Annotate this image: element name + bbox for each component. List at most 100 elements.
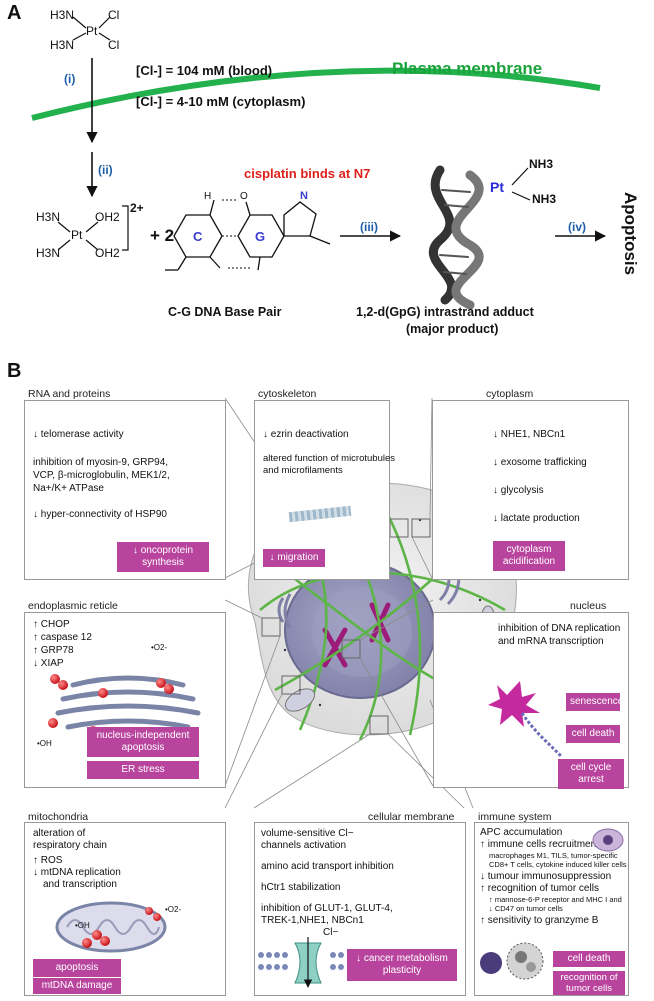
immune-line-8: ↓ CD47 on tumor cells	[489, 904, 563, 913]
guanine-label: G	[255, 229, 266, 244]
membrane-box: volume-sensitive Cl− channels activation…	[254, 822, 466, 996]
cisplatin-bonds	[72, 16, 111, 41]
membrane-line-2: channels activation	[261, 840, 347, 851]
nucleus-line-1: inhibition of DNA replication	[498, 623, 621, 634]
rna-proteins-title: RNA and proteins	[28, 388, 111, 400]
mito-line-2: respiratory chain	[33, 840, 107, 851]
immune-cells-illustration	[480, 942, 544, 980]
panel-letter-b: B	[7, 360, 22, 382]
rna-line-2: inhibition of myosin-9, GRP94,	[33, 457, 169, 468]
cisplatin-cl-bottom: Cl	[108, 38, 120, 52]
nucleus-dna-illustration	[488, 681, 564, 759]
cytoplasm-line-1: ↓ NHE1, NBCn1	[493, 429, 566, 440]
cisplatin-nh3-top: H3N	[50, 8, 75, 22]
cytoskeleton-tag-migration: ↓ migration	[263, 549, 325, 567]
chloride-cytoplasm-label: [Cl-] = 4-10 mM (cytoplasm)	[136, 94, 306, 109]
er-hydroxyl: •OH	[37, 739, 52, 748]
adduct-nh3-b: NH3	[532, 192, 557, 206]
cytoplasm-title: cytoplasm	[486, 388, 534, 400]
er-line-3: ↑ GRP78	[33, 645, 74, 656]
rna-tag-oncoprotein: ↓ oncoprotein synthesis	[117, 542, 209, 572]
immune-tag-cell-death: cell death	[553, 951, 625, 967]
membrane-line-1: volume-sensitive Cl−	[261, 828, 354, 839]
nucleus-line-2: and mRNA transcription	[498, 636, 604, 647]
cisplatin-nh3-bottom: H3N	[50, 38, 75, 52]
hydrogen-bonds	[222, 199, 250, 269]
mito-line-5: and transcription	[43, 879, 117, 890]
cytoplasm-line-3: ↓ glycolysis	[493, 485, 544, 496]
adduct-caption-sub: (major product)	[406, 322, 499, 336]
rna-line-3: VCP, β-microglobulin, MEK1/2,	[33, 470, 170, 481]
mito-line-1: alteration of	[33, 828, 86, 839]
microtubule-illustration	[288, 505, 352, 523]
mito-line-4: ↓ mtDNA replication	[33, 867, 121, 878]
base-h-label: H	[204, 191, 212, 202]
nucleus-tag-cell-death: cell death	[566, 725, 620, 743]
er-box: ↑ CHOP ↑ caspase 12 ↑ GRP78 ↓ XIAP •O2- …	[24, 612, 226, 788]
er-tag-stress: ER stress	[87, 761, 199, 779]
immune-line-3: macrophages M1, TILS, tumor-specific	[489, 851, 618, 860]
nucleus-title: nucleus	[570, 600, 607, 612]
mito-tag-mtdna: mtDNA damage	[33, 978, 121, 994]
membrane-line-6: TREK-1,NHE1, NBCn1	[261, 915, 364, 926]
adduct-pt: Pt	[490, 179, 504, 195]
membrane-channel-illustration	[258, 937, 344, 988]
cytoplasm-box: ↓ NHE1, NBCn1 ↓ exosome trafficking ↓ gl…	[432, 400, 629, 580]
adduct-bonds	[511, 167, 531, 201]
er-superoxide: •O2-	[151, 643, 168, 652]
chloride-blood-label: [Cl-] = 104 mM (blood)	[136, 63, 273, 78]
cytoskeleton-line-3: and microfilaments	[263, 465, 343, 476]
aquated-charge: 2+	[130, 201, 144, 215]
membrane-chloride: Cl−	[323, 927, 339, 938]
cisplatin-pt: Pt	[86, 24, 98, 38]
aquated-bonds	[57, 205, 129, 251]
er-tag-apoptosis: nucleus-independent apoptosis	[87, 727, 199, 757]
immune-title: immune system	[478, 811, 552, 823]
plus-two-label: + 2	[150, 226, 175, 245]
aquated-nh3-top: H3N	[36, 210, 61, 224]
dna-helix-illustration	[428, 165, 484, 310]
cytoplasm-line-2: ↓ exosome trafficking	[493, 457, 587, 468]
mito-line-3: ↑ ROS	[33, 855, 63, 866]
er-title: endoplasmic reticle	[28, 600, 118, 612]
membrane-line-3: amino acid transport inhibition	[261, 861, 394, 872]
adduct-nh3-a: NH3	[529, 157, 554, 171]
membrane-line-4: hCtr1 stabilization	[261, 882, 341, 893]
mito-title: mitochondria	[28, 811, 89, 823]
immune-line-4: CD8+ T cells, cytokine induced killer ce…	[489, 860, 627, 869]
cytoplasm-tag-acidification: cytoplasm acidification	[493, 541, 565, 571]
nucleus-tag-senescence: senescence	[566, 693, 623, 711]
er-line-4: ↓ XIAP	[33, 658, 64, 669]
step-iii-label: (iii)	[360, 220, 378, 234]
immune-line-9: ↑ sensitivity to granzyme B	[480, 915, 599, 926]
immune-box: APC accumulation ↑ immune cells recruitm…	[474, 822, 629, 996]
cytosine-label: C	[193, 229, 203, 244]
adduct-caption: 1,2-d(GpG) intrastrand adduct	[356, 305, 534, 319]
mitochondrion-illustration	[55, 901, 167, 953]
aquated-oh2-bottom: OH2	[95, 246, 120, 260]
mito-tag-apoptosis: apoptosis	[33, 959, 121, 977]
nucleus-tag-cycle-arrest: cell cycle arrest	[558, 759, 624, 789]
n7-atom-label: N	[300, 190, 308, 202]
aquated-pt: Pt	[71, 228, 83, 242]
membrane-line-5: inhibition of GLUT-1, GLUT-4,	[261, 903, 393, 914]
base-pair-structure	[165, 199, 331, 271]
er-line-1: ↑ CHOP	[33, 619, 70, 630]
apoptosis-label: Apoptosis	[621, 192, 640, 276]
cytoskeleton-line-2: altered function of microtubules	[263, 453, 396, 464]
rna-line-1: ↓ telomerase activity	[33, 429, 124, 440]
rna-line-4: Na+/K+ ATPase	[33, 483, 104, 494]
plasma-membrane-label: Plasma membrane	[392, 59, 543, 78]
step-ii-label: (ii)	[98, 163, 113, 177]
nucleus-box: inhibition of DNA replication and mRNA t…	[433, 612, 629, 789]
plasma-membrane-arc	[31, 67, 601, 121]
panel-letter-a: A	[7, 2, 22, 24]
cisplatin-cl-top: Cl	[108, 8, 120, 22]
immune-line-7: ↑ mannose-6-P receptor and MHC I and	[489, 895, 622, 904]
cytoskeleton-line-1: ↓ ezrin deactivation	[263, 429, 349, 440]
immune-line-2: ↑ immune cells recruitment	[480, 839, 599, 850]
immune-line-6: ↑ recognition of tumor cells	[480, 883, 599, 894]
rna-line-5: ↓ hyper-connectivity of HSP90	[33, 509, 167, 520]
mito-hydroxyl: •OH	[75, 921, 90, 930]
aquated-nh3-bottom: H3N	[36, 246, 61, 260]
